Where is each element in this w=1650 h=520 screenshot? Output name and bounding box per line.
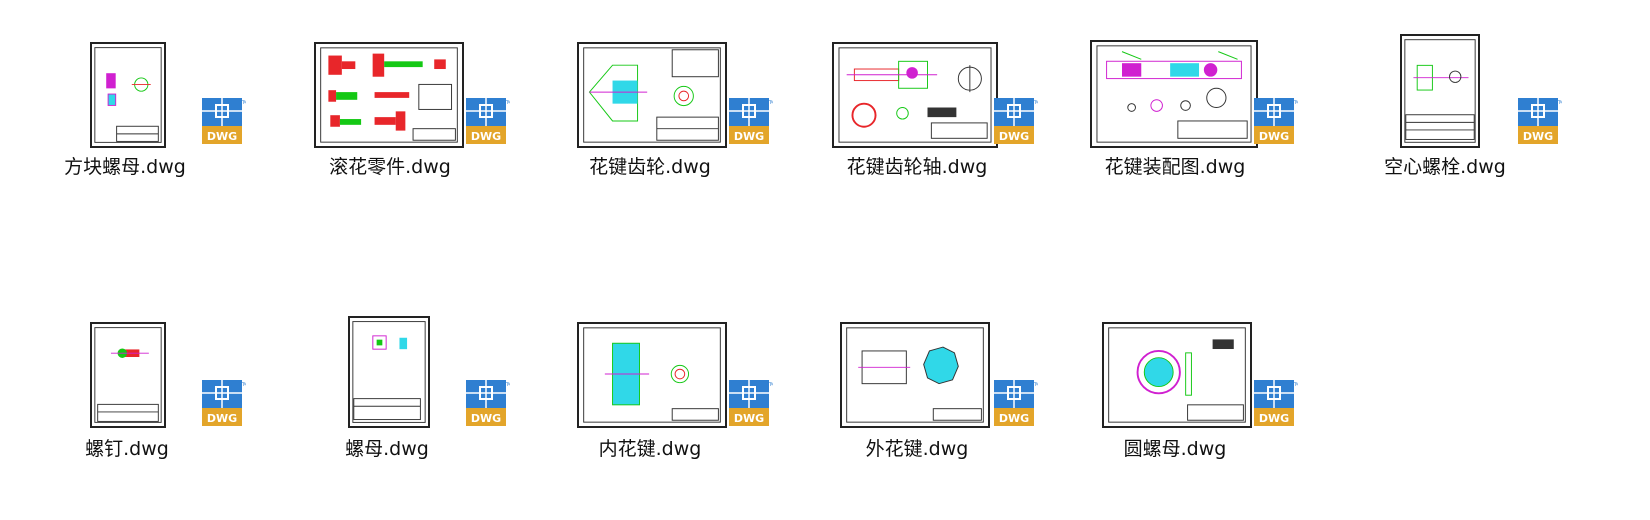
dwg-file-icon: DWG TM (1254, 96, 1298, 146)
file-name: 内花键.dwg (598, 438, 702, 460)
badge-label: DWG (1259, 412, 1289, 425)
file-thumbnail (840, 322, 990, 428)
dwg-file-icon: DWG TM (994, 378, 1038, 428)
badge-tm: TM (503, 100, 510, 106)
badge-tm: TM (239, 382, 246, 388)
file-item[interactable]: DWG TM 圆螺母.dwg (1090, 322, 1360, 472)
badge-label: DWG (207, 412, 237, 425)
badge-tm: TM (503, 382, 510, 388)
badge-tm: TM (766, 382, 773, 388)
badge-label: DWG (734, 412, 764, 425)
file-item[interactable]: DWG TM 空心螺栓.dwg (1370, 34, 1640, 190)
badge-tm: TM (1291, 100, 1298, 106)
badge-label: DWG (471, 130, 501, 143)
file-thumbnail (314, 42, 464, 148)
badge-label: DWG (734, 130, 764, 143)
badge-tm: TM (239, 100, 246, 106)
file-name: 外花键.dwg (865, 438, 969, 460)
file-name: 圆螺母.dwg (1123, 438, 1227, 460)
file-item[interactable]: DWG TM 螺母.dwg (290, 316, 560, 472)
file-thumbnail (90, 42, 166, 148)
file-thumbnail (1090, 40, 1258, 148)
file-item[interactable]: DWG TM 螺钉.dwg (20, 322, 290, 472)
file-name: 方块螺母.dwg (64, 156, 186, 178)
file-name: 滚花零件.dwg (329, 156, 451, 178)
file-item[interactable]: DWG TM 滚花零件.dwg (290, 40, 560, 190)
dwg-file-icon: DWG TM (1518, 96, 1562, 146)
dwg-file-icon: DWG TM (729, 378, 773, 428)
file-item[interactable]: DWG TM 内花键.dwg (555, 322, 825, 472)
file-thumbnail (577, 322, 727, 428)
file-thumbnail (1400, 34, 1480, 148)
badge-label: DWG (999, 412, 1029, 425)
file-thumbnail (348, 316, 430, 428)
dwg-file-icon: DWG TM (202, 378, 246, 428)
file-name: 螺钉.dwg (85, 438, 169, 460)
badge-tm: TM (1031, 100, 1038, 106)
dwg-file-icon: DWG TM (466, 96, 510, 146)
badge-tm: TM (766, 100, 773, 106)
badge-label: DWG (999, 130, 1029, 143)
file-item[interactable]: DWG TM 花键齿轮.dwg (555, 40, 825, 190)
badge-label: DWG (1523, 130, 1553, 143)
badge-label: DWG (207, 130, 237, 143)
dwg-file-icon: DWG TM (729, 96, 773, 146)
file-name: 空心螺栓.dwg (1384, 156, 1506, 178)
dwg-file-icon: DWG TM (466, 378, 510, 428)
file-thumbnail (1102, 322, 1252, 428)
file-thumbnail (90, 322, 166, 428)
file-thumbnail (832, 42, 998, 148)
file-name: 花键齿轮轴.dwg (846, 156, 988, 178)
badge-tm: TM (1031, 382, 1038, 388)
badge-tm: TM (1555, 100, 1562, 106)
file-item[interactable]: DWG TM 外花键.dwg (822, 322, 1092, 472)
file-item[interactable]: DWG TM 方块螺母.dwg (20, 40, 290, 190)
dwg-file-icon: DWG TM (1254, 378, 1298, 428)
dwg-file-icon: DWG TM (202, 96, 246, 146)
file-item[interactable]: DWG TM 花键齿轮轴.dwg (822, 40, 1092, 190)
file-name: 花键装配图.dwg (1104, 156, 1246, 178)
file-name: 花键齿轮.dwg (589, 156, 711, 178)
file-name: 螺母.dwg (345, 438, 429, 460)
dwg-file-icon: DWG TM (994, 96, 1038, 146)
file-item[interactable]: DWG TM 花键装配图.dwg (1090, 40, 1360, 190)
badge-tm: TM (1291, 382, 1298, 388)
badge-label: DWG (471, 412, 501, 425)
file-thumbnail (577, 42, 727, 148)
badge-label: DWG (1259, 130, 1289, 143)
